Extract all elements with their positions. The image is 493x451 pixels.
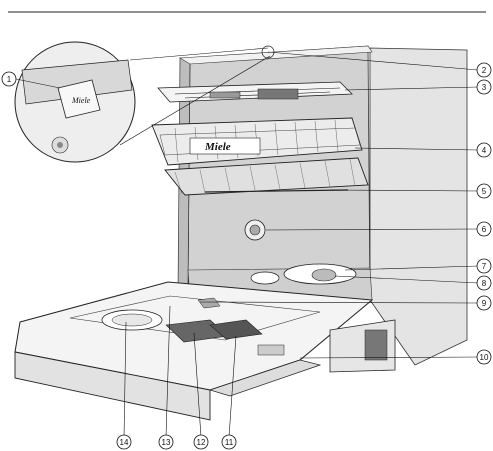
callout-9-label: 9 bbox=[482, 299, 487, 308]
callout-4: 4 bbox=[477, 143, 491, 157]
callout-14-label: 14 bbox=[120, 438, 129, 447]
callout-4-label: 4 bbox=[482, 146, 487, 155]
callout-5-label: 5 bbox=[482, 187, 487, 196]
callout-14: 14 bbox=[117, 435, 131, 449]
brand-logo-basket: Miele bbox=[204, 141, 231, 153]
callout-7: 7 bbox=[477, 259, 491, 273]
callout-1: 1 bbox=[2, 72, 16, 86]
callout-3-label: 3 bbox=[482, 83, 487, 92]
callout-12: 12 bbox=[194, 435, 208, 449]
callout-8-label: 8 bbox=[482, 279, 487, 288]
callout-1-label: 1 bbox=[7, 75, 12, 84]
callout-10: 10 bbox=[477, 350, 491, 364]
callout-6-label: 6 bbox=[482, 225, 487, 234]
callout-8: 8 bbox=[477, 276, 491, 290]
callout-5: 5 bbox=[477, 184, 491, 198]
callout-12-label: 12 bbox=[197, 438, 206, 447]
callout-13-label: 13 bbox=[162, 438, 171, 447]
callout-6: 6 bbox=[477, 222, 491, 236]
callout-2: 2 bbox=[477, 63, 491, 77]
callout-10-label: 10 bbox=[480, 353, 489, 362]
callout-7-label: 7 bbox=[482, 262, 487, 271]
water-inlet bbox=[245, 220, 265, 240]
callout-11-label: 11 bbox=[225, 438, 234, 447]
brand-logo-inset: Miele bbox=[71, 96, 91, 105]
callout-9: 9 bbox=[477, 296, 491, 310]
callout-13: 13 bbox=[159, 435, 173, 449]
callout-2-label: 2 bbox=[482, 66, 487, 75]
callout-11: 11 bbox=[222, 435, 236, 449]
callout-3: 3 bbox=[477, 80, 491, 94]
